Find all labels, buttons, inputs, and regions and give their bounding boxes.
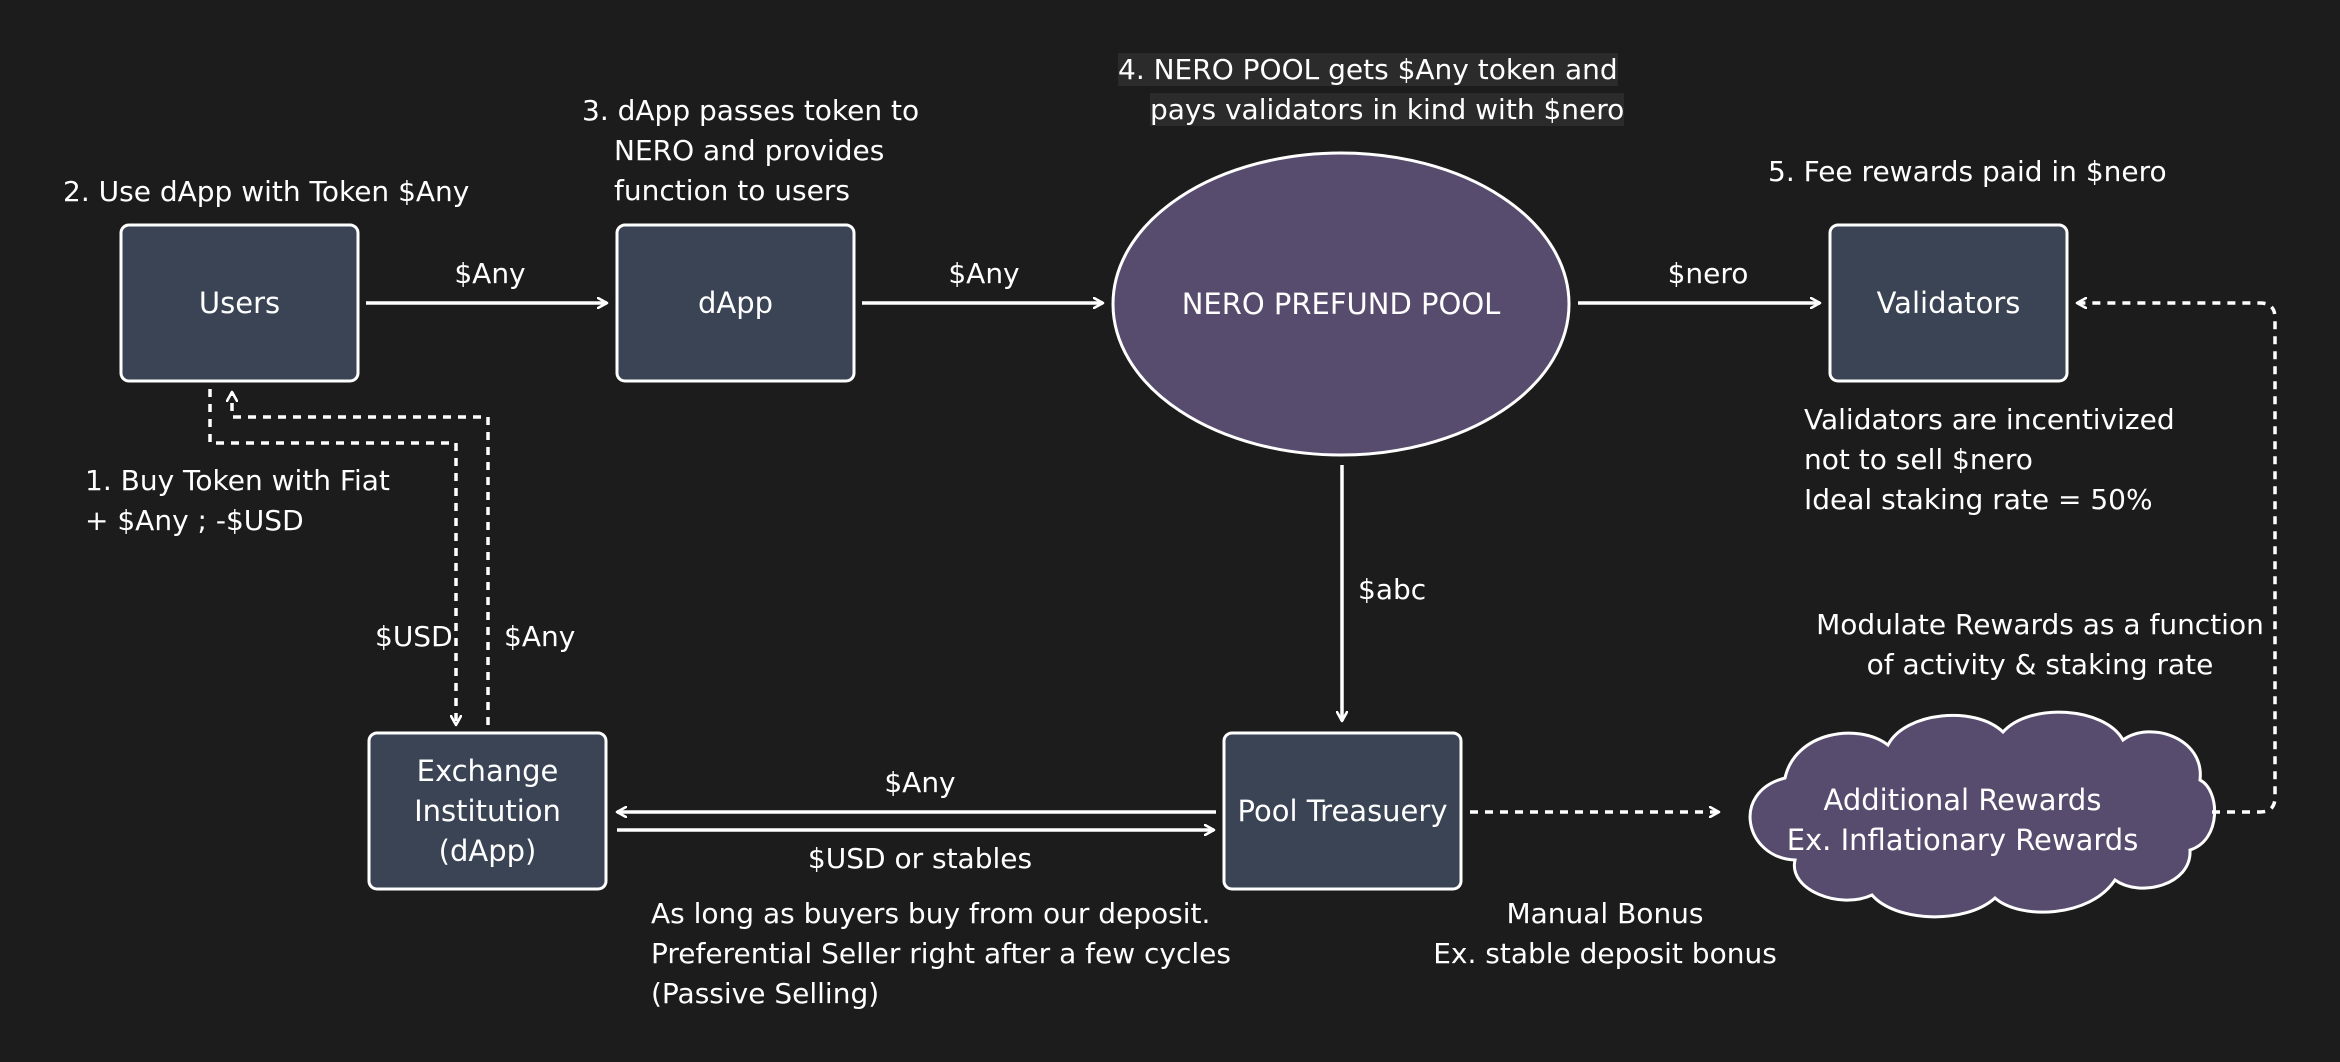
validators-note-line-1: Validators are incentivized <box>1804 403 2175 436</box>
step-1-line-2: + $Any ; -$USD <box>85 504 304 537</box>
step-3-label: 3. dApp passes token to NERO and provide… <box>582 91 919 211</box>
exchange-line-1: Exchange <box>416 754 559 788</box>
modulate-rewards-note: Modulate Rewards as a function of activi… <box>1810 605 2270 685</box>
manual-bonus-line-1: Manual Bonus <box>1506 897 1704 930</box>
deposit-line-3: (Passive Selling) <box>651 977 880 1010</box>
validators-label: Validators <box>1876 286 2021 320</box>
step-1-line-1: 1. Buy Token with Fiat <box>85 464 390 497</box>
validators-note-line-3: Ideal staking rate = 50% <box>1804 483 2153 516</box>
step-4-text-line-2: pays validators in kind with $nero <box>1118 90 1625 130</box>
manual-bonus-note: Manual Bonus Ex. stable deposit bonus <box>1420 894 1790 974</box>
exchange-line-3: (dApp) <box>438 834 537 868</box>
deposit-line-1: As long as buyers buy from our deposit. <box>651 897 1211 930</box>
additional-rewards-label: Additional Rewards Ex. Inflationary Rewa… <box>1740 775 2185 865</box>
deposit-line-2: Preferential Seller right after a few cy… <box>651 937 1231 970</box>
step-1-label: 1. Buy Token with Fiat + $Any ; -$USD <box>85 461 390 541</box>
dapp-label: dApp <box>697 286 774 320</box>
nero-prefund-pool-label: NERO PREFUND POOL <box>1181 287 1501 321</box>
edge-label-users-to-exchange: $USD <box>375 620 453 653</box>
step-3-line-2: NERO and provides <box>614 134 885 167</box>
pool-treasury-label: Pool Treasuery <box>1237 794 1448 828</box>
exchange-line-2: Institution <box>414 794 561 828</box>
step-3-line-1: 3. dApp passes token to <box>582 94 920 127</box>
edge-label-dapp-pool: $Any <box>948 257 1020 290</box>
users-label: Users <box>198 286 281 320</box>
manual-bonus-line-2: Ex. stable deposit bonus <box>1433 937 1777 970</box>
additional-rewards-cloud <box>1748 710 2217 919</box>
step-4-text-line-2-span: pays validators in kind with $nero <box>1150 93 1625 126</box>
step-4-text: 4. NERO POOL gets $Any token and pays va… <box>1118 50 1625 130</box>
edge-label-users-dapp: $Any <box>454 257 526 290</box>
edge-label-exchange-to-treasury: $USD or stables <box>807 842 1033 875</box>
edge-users-to-exchange-usd <box>208 389 456 725</box>
step-2-label: 2. Use dApp with Token $Any <box>63 175 470 208</box>
rewards-line-2: Ex. Inflationary Rewards <box>1786 823 2139 857</box>
exchange-institution-label: Exchange Institution (dApp) <box>369 733 606 889</box>
deposit-note: As long as buyers buy from our deposit. … <box>651 894 1231 1014</box>
step-3-line-3: function to users <box>614 174 850 207</box>
step-4-text-line-1-span: 4. NERO POOL gets $Any token and <box>1118 53 1618 86</box>
pool-treasury-box <box>1222 731 1463 891</box>
step-4-text-line-1: 4. NERO POOL gets $Any token and <box>1118 50 1624 90</box>
modulate-line-2: of activity & staking rate <box>1866 648 2214 681</box>
edge-label-pool-treasury: $abc <box>1358 573 1427 606</box>
step-5-label: 5. Fee rewards paid in $nero <box>1768 155 2167 188</box>
users-box <box>119 223 360 383</box>
validators-note-line-2: not to sell $nero <box>1804 443 2033 476</box>
nero-prefund-pool-ellipse <box>1111 151 1571 457</box>
dapp-box <box>615 223 856 383</box>
edge-label-pool-validators: $nero <box>1667 257 1749 290</box>
edge-label-treasury-to-exchange: $Any <box>884 766 956 799</box>
validators-note: Validators are incentivized not to sell … <box>1804 400 2175 520</box>
exchange-institution-box <box>367 731 608 891</box>
modulate-line-1: Modulate Rewards as a function <box>1816 608 2264 641</box>
rewards-line-1: Additional Rewards <box>1823 783 2102 817</box>
edge-exchange-to-users-any <box>232 392 490 725</box>
edge-label-exchange-to-users: $Any <box>504 620 576 653</box>
validators-box <box>1828 223 2069 383</box>
